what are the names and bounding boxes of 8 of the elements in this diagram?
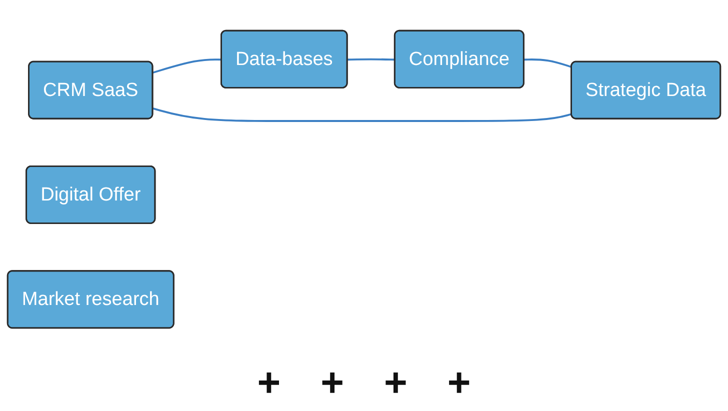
connector	[152, 58, 222, 74]
plus-sign: +	[447, 363, 471, 403]
plus-sign: +	[320, 363, 344, 403]
plus-sign: +	[257, 363, 281, 403]
plus-sign: +	[384, 363, 408, 403]
connector	[348, 58, 396, 61]
connector	[152, 108, 572, 122]
connector	[524, 58, 572, 68]
